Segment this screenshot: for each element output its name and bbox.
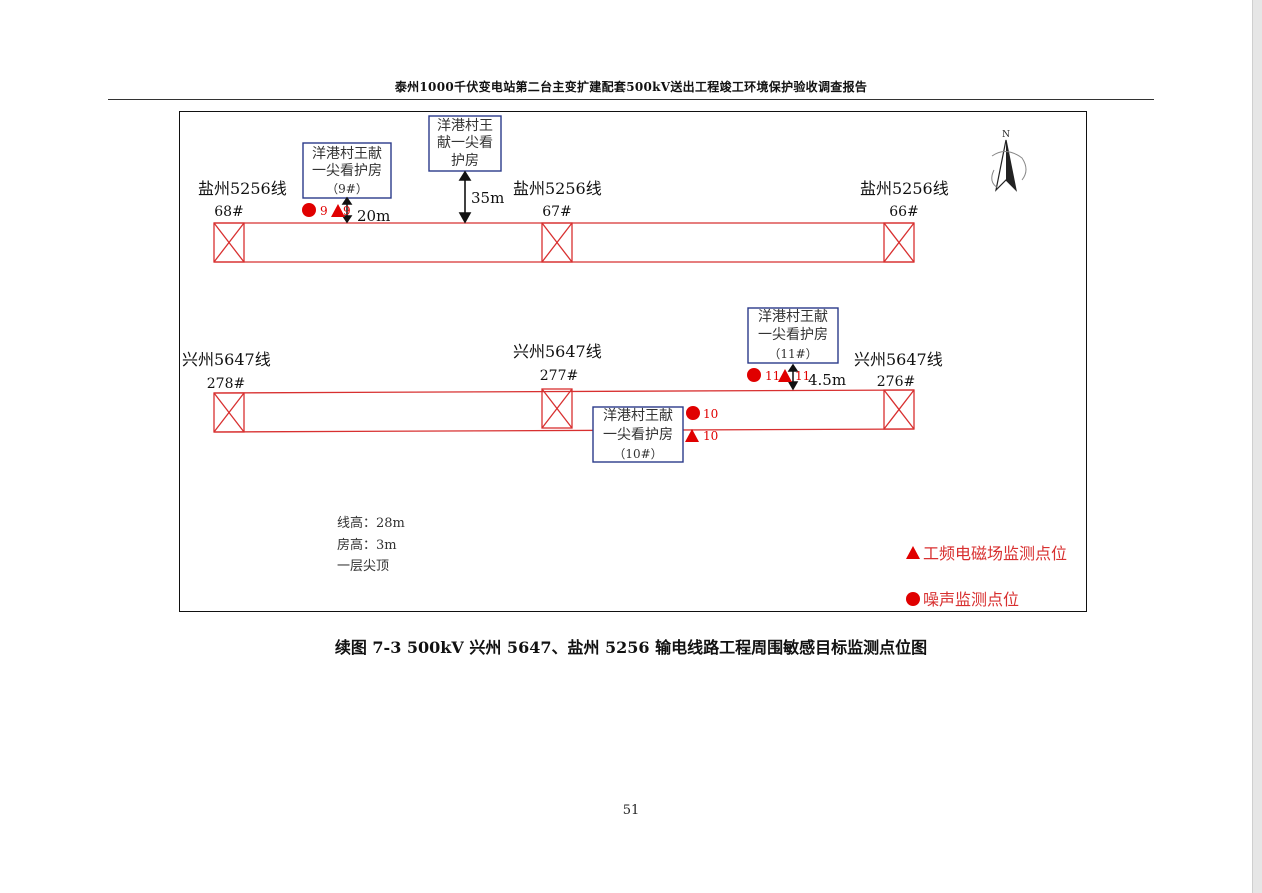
header-rule — [108, 99, 1154, 100]
distance-arrow-35m — [458, 170, 472, 224]
note-line-height: 线高：28m — [337, 515, 405, 531]
legend-field-label: 工频电磁场监测点位 — [923, 544, 1067, 563]
report-header-title: 泰州1000千伏变电站第二台主变扩建配套500kV送出工程竣工环境保护验收调查报… — [394, 80, 868, 94]
house-11-name-line2: 一尖看护房 — [758, 327, 828, 343]
house-10-id: （10#） — [613, 447, 662, 461]
tower-276-number: 276# — [877, 374, 915, 390]
house-north-name-line2: 献一尖看 — [437, 135, 493, 151]
tower-66-number: 66# — [889, 204, 919, 220]
tower-67-symbol — [541, 222, 573, 263]
distance-arrow-20m — [341, 196, 353, 224]
tower-66-line-label: 盐州5256线 — [860, 179, 949, 198]
legend-noise-icon — [906, 592, 920, 606]
tower-277-number: 277# — [540, 368, 578, 384]
figure-caption: 续图 7-3 500kV 兴州 5647、盐州 5256 输电线路工程周围敏感目… — [334, 638, 928, 657]
tower-276-symbol — [883, 389, 915, 430]
house-9-name-line2: 一尖看护房 — [312, 163, 382, 179]
noise-point-11 — [747, 368, 761, 382]
distance-arrow-4-5m — [787, 363, 799, 391]
tower-68-line-label: 盐州5256线 — [198, 179, 287, 198]
house-10-name-line2: 一尖看护房 — [603, 427, 673, 443]
noise-point-10 — [686, 406, 700, 420]
tower-278-line-label: 兴州5647线 — [182, 350, 271, 369]
house-11-id: （11#） — [768, 347, 817, 361]
distance-label-35m: 35m — [471, 189, 504, 207]
tower-68-symbol — [213, 222, 245, 263]
tower-277-symbol — [541, 388, 573, 429]
house-11-box — [747, 307, 839, 364]
xingzhou-route — [213, 389, 915, 433]
noise-point-9-label: 9 — [320, 204, 328, 218]
noise-point-9 — [302, 203, 316, 217]
field-point-11-label: 11 — [795, 369, 810, 383]
note-house-type: 一层尖顶 — [337, 559, 389, 574]
map-drawing: 盐州5256线 68# 盐州5256线 67# 盐州5256线 66# — [182, 115, 1067, 609]
tower-67-line-label: 盐州5256线 — [513, 179, 602, 198]
north-arrow-icon — [991, 139, 1027, 192]
distance-label-20m: 20m — [357, 207, 390, 225]
distance-label-4-5m: 4.5m — [808, 371, 846, 389]
field-point-11 — [778, 369, 792, 382]
house-9-id: （9#） — [326, 182, 368, 196]
tower-278-number: 278# — [207, 376, 245, 392]
house-north-name-line1: 洋港村王 — [437, 118, 493, 134]
tower-66-symbol — [883, 222, 915, 263]
note-house-height: 房高：3m — [337, 537, 397, 553]
page-number: 51 — [622, 803, 640, 818]
house-north-name-line3: 护房 — [451, 153, 479, 169]
tower-277-line-label: 兴州5647线 — [513, 342, 602, 361]
field-point-10 — [685, 429, 699, 442]
house-10-box — [592, 406, 684, 463]
tower-278-symbol — [213, 392, 245, 433]
yanzhou-route — [214, 222, 914, 263]
tower-67-number: 67# — [542, 204, 572, 220]
north-label: N — [1002, 130, 1010, 140]
field-point-9-label: 9 — [343, 204, 351, 218]
monitoring-point-map: 盐州5256线 68# 盐州5256线 67# 盐州5256线 66# — [179, 111, 1087, 612]
noise-point-10-label: 10 — [703, 407, 718, 421]
legend-noise-label: 噪声监测点位 — [923, 590, 1019, 609]
noise-point-11-label: 11 — [765, 369, 780, 383]
house-9-name-line1: 洋港村王献 — [312, 146, 382, 162]
viewer-scroll-strip[interactable] — [1253, 0, 1262, 893]
house-10-name-line1: 洋港村王献 — [603, 408, 673, 424]
tower-276-line-label: 兴州5647线 — [854, 350, 943, 369]
legend-field-icon — [906, 546, 920, 559]
field-point-10-label: 10 — [703, 429, 718, 443]
house-11-name-line1: 洋港村王献 — [758, 309, 828, 325]
field-point-9 — [331, 204, 345, 217]
tower-68-number: 68# — [214, 204, 244, 220]
